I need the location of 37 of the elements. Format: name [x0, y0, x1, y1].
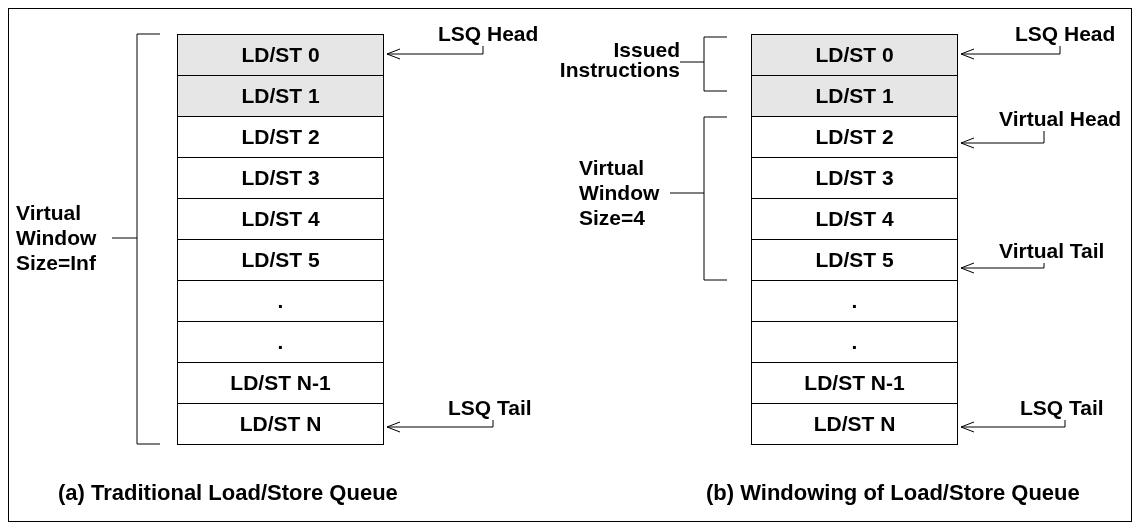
bracket-label: Issued Instructions: [558, 40, 680, 80]
arrow: [960, 130, 1045, 149]
queue-entry: LD/ST 2: [751, 116, 958, 158]
queue-entry: .: [177, 280, 384, 322]
queue-entry: LD/ST 0: [177, 34, 384, 76]
queue-entry: LD/ST N: [751, 403, 958, 445]
queue-entry: LD/ST 4: [751, 198, 958, 240]
queue-entry: LD/ST N: [177, 403, 384, 445]
figure-caption: (b) Windowing of Load/Store Queue: [706, 480, 1080, 506]
queue-entry: LD/ST N-1: [751, 362, 958, 404]
queue-entry: LD/ST 2: [177, 116, 384, 158]
arrow: [960, 419, 1066, 433]
queue-entry: LD/ST 5: [177, 239, 384, 281]
queue-entry: LD/ST N-1: [177, 362, 384, 404]
queue-entry: LD/ST 0: [751, 34, 958, 76]
bracket-label: Virtual Window Size=4: [579, 155, 661, 230]
queue-entry: LD/ST 5: [751, 239, 958, 281]
queue-entry: LD/ST 3: [177, 157, 384, 199]
arrow: [960, 262, 1045, 274]
pointer-label: Virtual Tail: [999, 239, 1105, 263]
queue-entry: .: [751, 321, 958, 363]
arrow: [386, 419, 494, 433]
queue-entry: .: [177, 321, 384, 363]
pointer-label: LSQ Tail: [448, 396, 532, 420]
pointer-label: LSQ Tail: [1020, 396, 1104, 420]
arrow: [386, 45, 484, 60]
arrow: [960, 45, 1061, 60]
pointer-label: Virtual Head: [999, 107, 1122, 131]
queue-entry: LD/ST 3: [751, 157, 958, 199]
figure-caption: (a) Traditional Load/Store Queue: [58, 480, 398, 506]
queue-entry: LD/ST 1: [751, 75, 958, 117]
bracket-label: Virtual Window Size=Inf: [16, 200, 98, 275]
queue-entry: LD/ST 4: [177, 198, 384, 240]
pointer-label: LSQ Head: [1015, 22, 1116, 46]
pointer-label: LSQ Head: [438, 22, 539, 46]
queue-entry: LD/ST 1: [177, 75, 384, 117]
queue-entry: .: [751, 280, 958, 322]
